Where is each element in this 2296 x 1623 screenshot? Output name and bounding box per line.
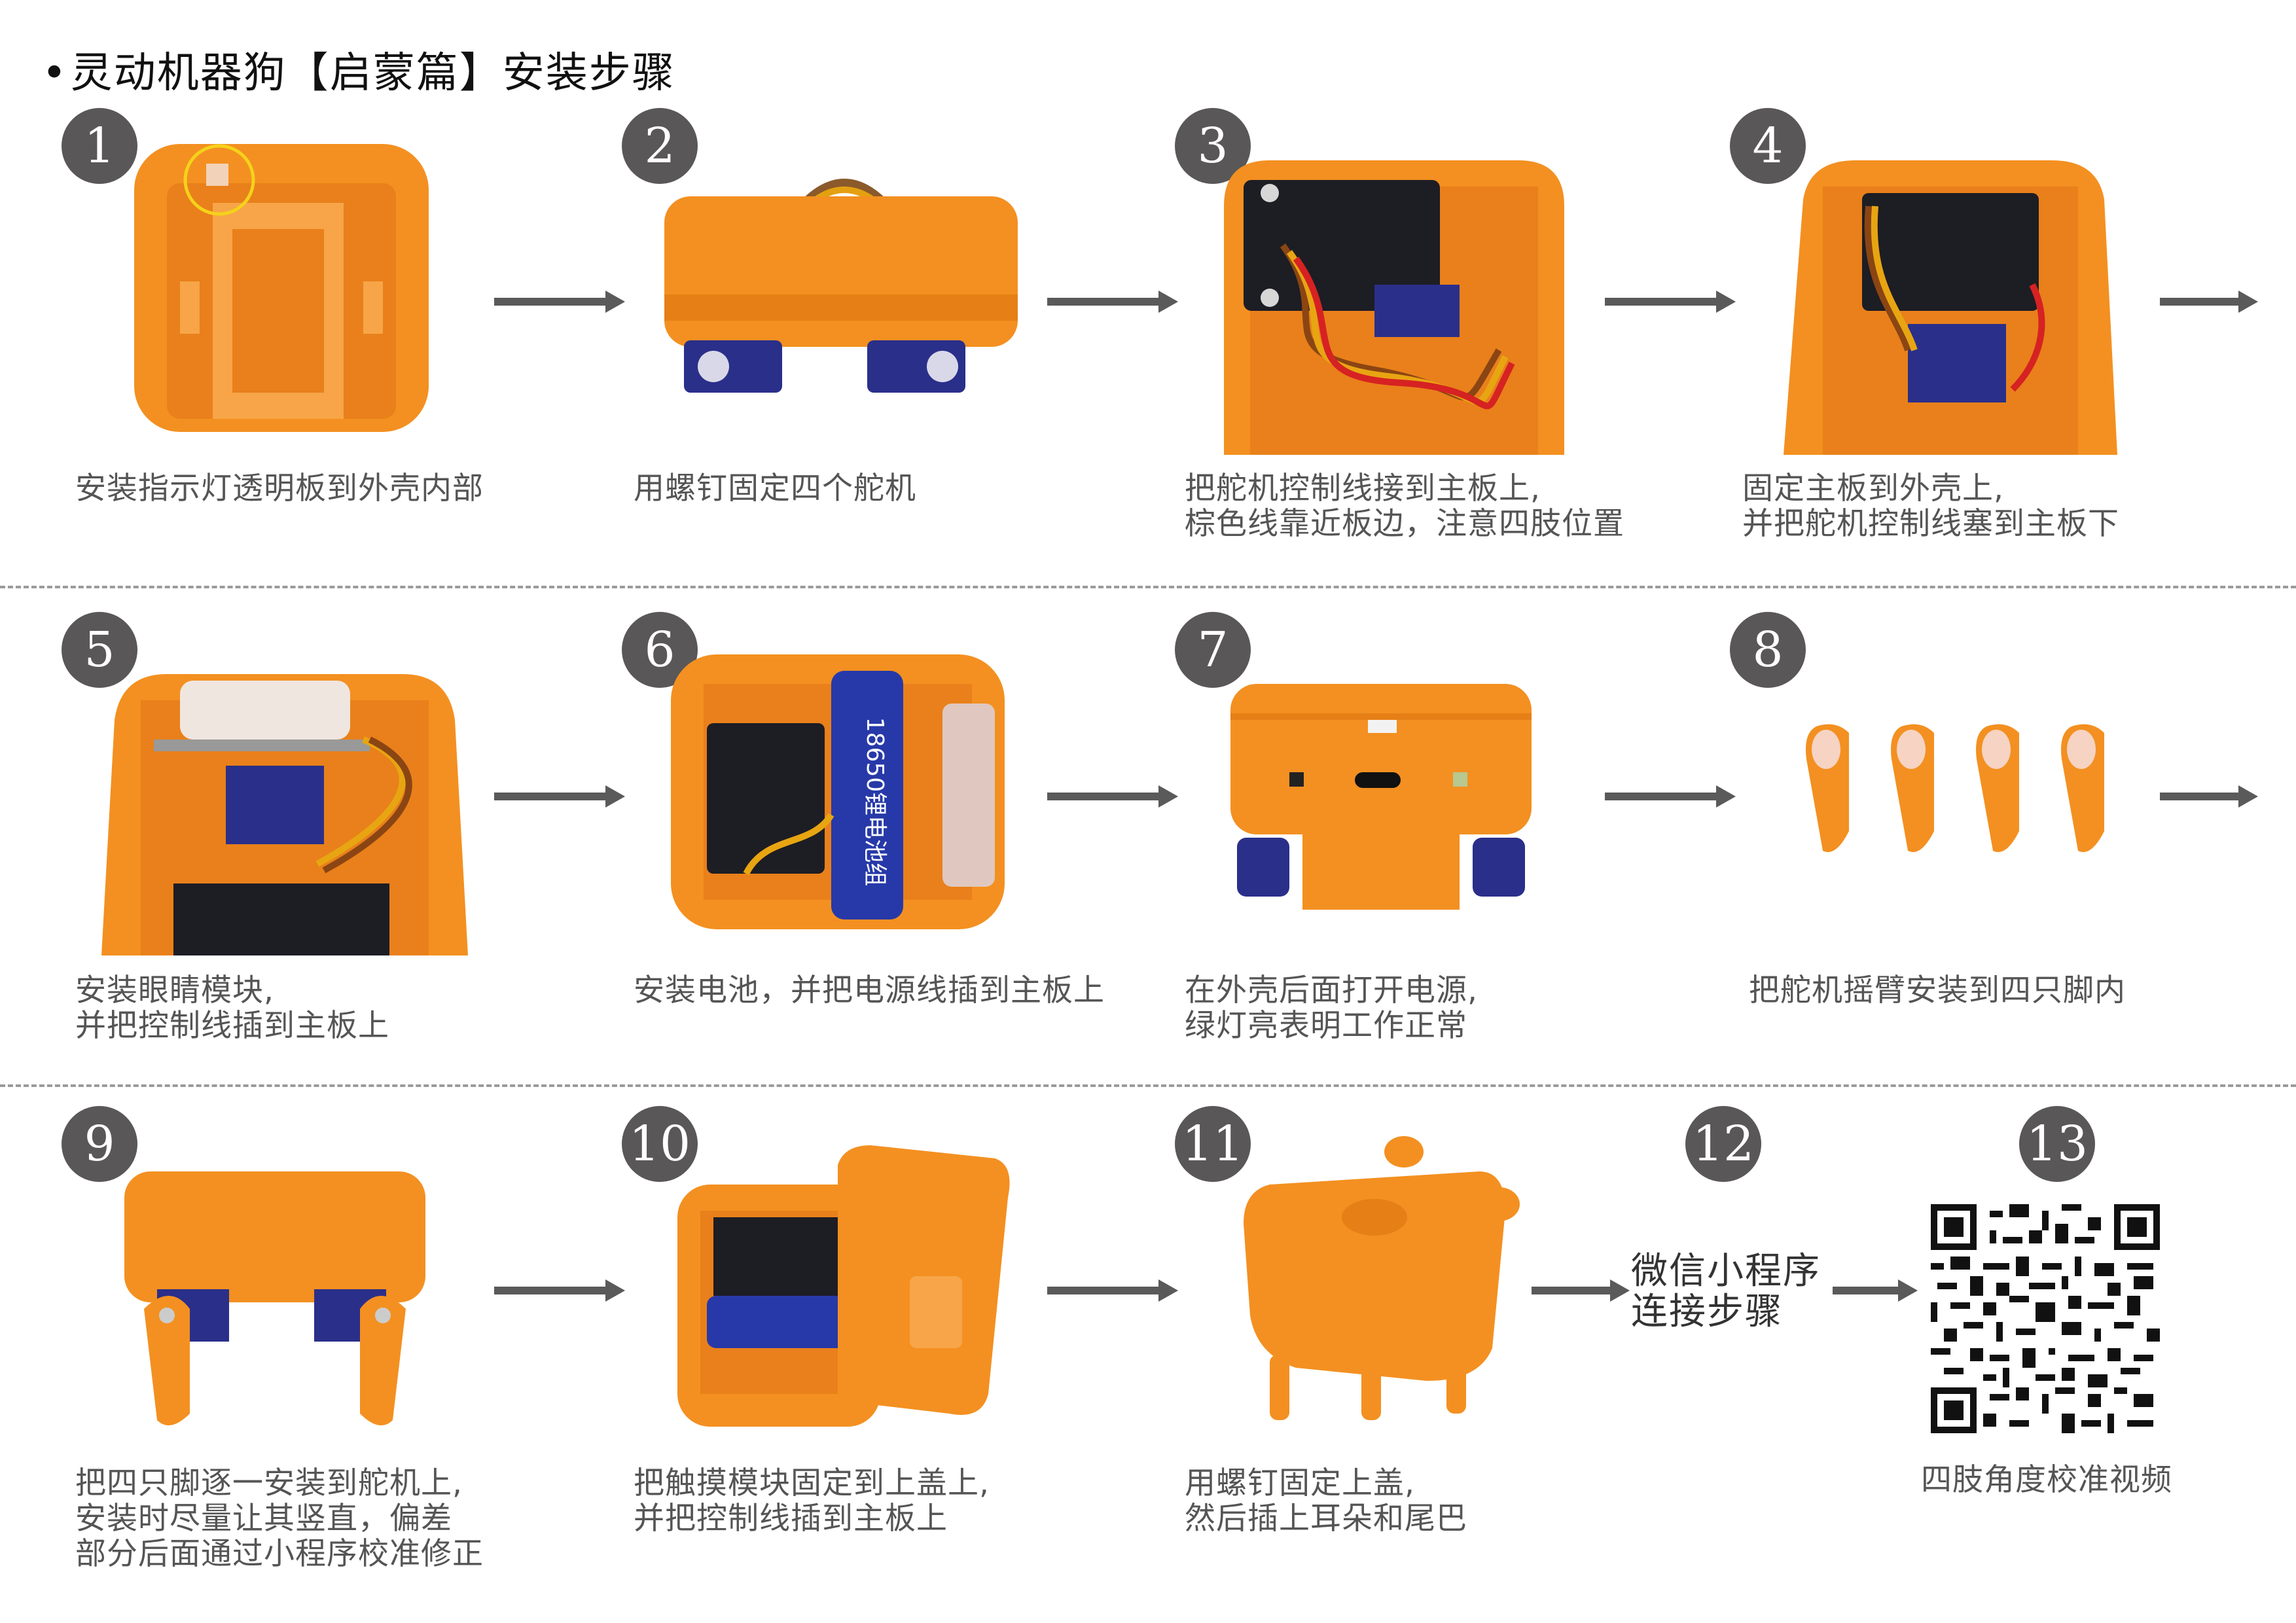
- step-12-badge: 12: [1685, 1106, 1761, 1182]
- step-3-caption: 把舵机控制线接到主板上, 棕色线靠近板边，注意四肢位置: [1185, 471, 1624, 542]
- step-10-photo: [677, 1145, 1010, 1427]
- arrow-2-3: [1047, 291, 1178, 313]
- step-8-caption: 把舵机摇臂安装到四只脚内: [1749, 972, 2126, 1008]
- step-2-photo: [664, 179, 1018, 393]
- step-5-caption: 安装眼睛模块, 并把控制线插到主板上: [75, 972, 389, 1044]
- arrow-3-4: [1605, 291, 1736, 313]
- step-2-badge: 2: [622, 108, 698, 184]
- step-6-caption: 安装电池，并把电源线插到主板上: [634, 972, 1105, 1008]
- step-9-photo: [124, 1171, 425, 1425]
- step-13-caption: 四肢角度校准视频: [1921, 1462, 2172, 1498]
- mini-program-steps-label: 微信小程序 连接步骤: [1631, 1250, 1821, 1333]
- step-1-photo: [134, 144, 429, 432]
- row-divider-2: [0, 1084, 2296, 1087]
- step-5-badge: 5: [62, 612, 137, 688]
- step-4-caption: 固定主板到外壳上, 并把舵机控制线塞到主板下: [1742, 471, 2119, 542]
- step-8-photo: [1806, 724, 2104, 852]
- title-bullet: •: [42, 49, 68, 98]
- step-10-badge: 10: [622, 1106, 698, 1182]
- step-8-badge: 8: [1730, 612, 1806, 688]
- step-2-caption: 用螺钉固定四个舵机: [634, 471, 916, 507]
- step-5-photo: [101, 674, 468, 955]
- step-6-badge: 6: [622, 612, 698, 688]
- step-3-badge: 3: [1175, 108, 1251, 184]
- step-7-badge: 7: [1175, 612, 1251, 688]
- step-4-badge: 4: [1730, 108, 1806, 184]
- step-4-photo: [1784, 160, 2117, 455]
- arrow-10-11: [1047, 1279, 1178, 1302]
- step-9-caption: 把四只脚逐一安装到舵机上, 安装时尽量让其竖直，偏差 部分后面通过小程序校准修正: [75, 1465, 484, 1572]
- arrow-5-6: [494, 785, 625, 808]
- step-11-badge: 11: [1175, 1106, 1251, 1182]
- step-3-photo: [1224, 160, 1564, 455]
- step-6-photo: 18650锂电池组: [671, 654, 1005, 929]
- arrow-11-12: [1532, 1279, 1630, 1302]
- battery-label: 18650锂电池组: [861, 717, 888, 887]
- step-7-photo: [1230, 684, 1532, 910]
- page-title: •灵动机器狗【启蒙篇】安装步骤: [42, 39, 675, 99]
- step-1-badge: 1: [62, 108, 137, 184]
- step-7-caption: 在外壳后面打开电源, 绿灯亮表明工作正常: [1185, 972, 1478, 1044]
- step-9-badge: 9: [62, 1106, 137, 1182]
- step-11-caption: 用螺钉固定上盖, 然后插上耳朵和尾巴: [1185, 1465, 1467, 1537]
- step-13-badge: 13: [2019, 1106, 2095, 1182]
- arrow-4-5: [2160, 291, 2258, 313]
- arrow-6-7: [1047, 785, 1178, 808]
- arrow-8-9: [2160, 785, 2258, 808]
- step-11-photo: [1244, 1136, 1520, 1420]
- step-1-caption: 安装指示灯透明板到外壳内部: [75, 471, 484, 507]
- title-text: 灵动机器狗【启蒙篇】安装步骤: [70, 49, 675, 98]
- step-10-caption: 把触摸模块固定到上盖上, 并把控制线插到主板上: [634, 1465, 990, 1537]
- row-divider-1: [0, 586, 2296, 588]
- arrow-9-10: [494, 1279, 625, 1302]
- qr-code[interactable]: [1931, 1204, 2160, 1433]
- arrow-12-13: [1833, 1279, 1918, 1302]
- arrow-7-8: [1605, 785, 1736, 808]
- arrow-1-2: [494, 291, 625, 313]
